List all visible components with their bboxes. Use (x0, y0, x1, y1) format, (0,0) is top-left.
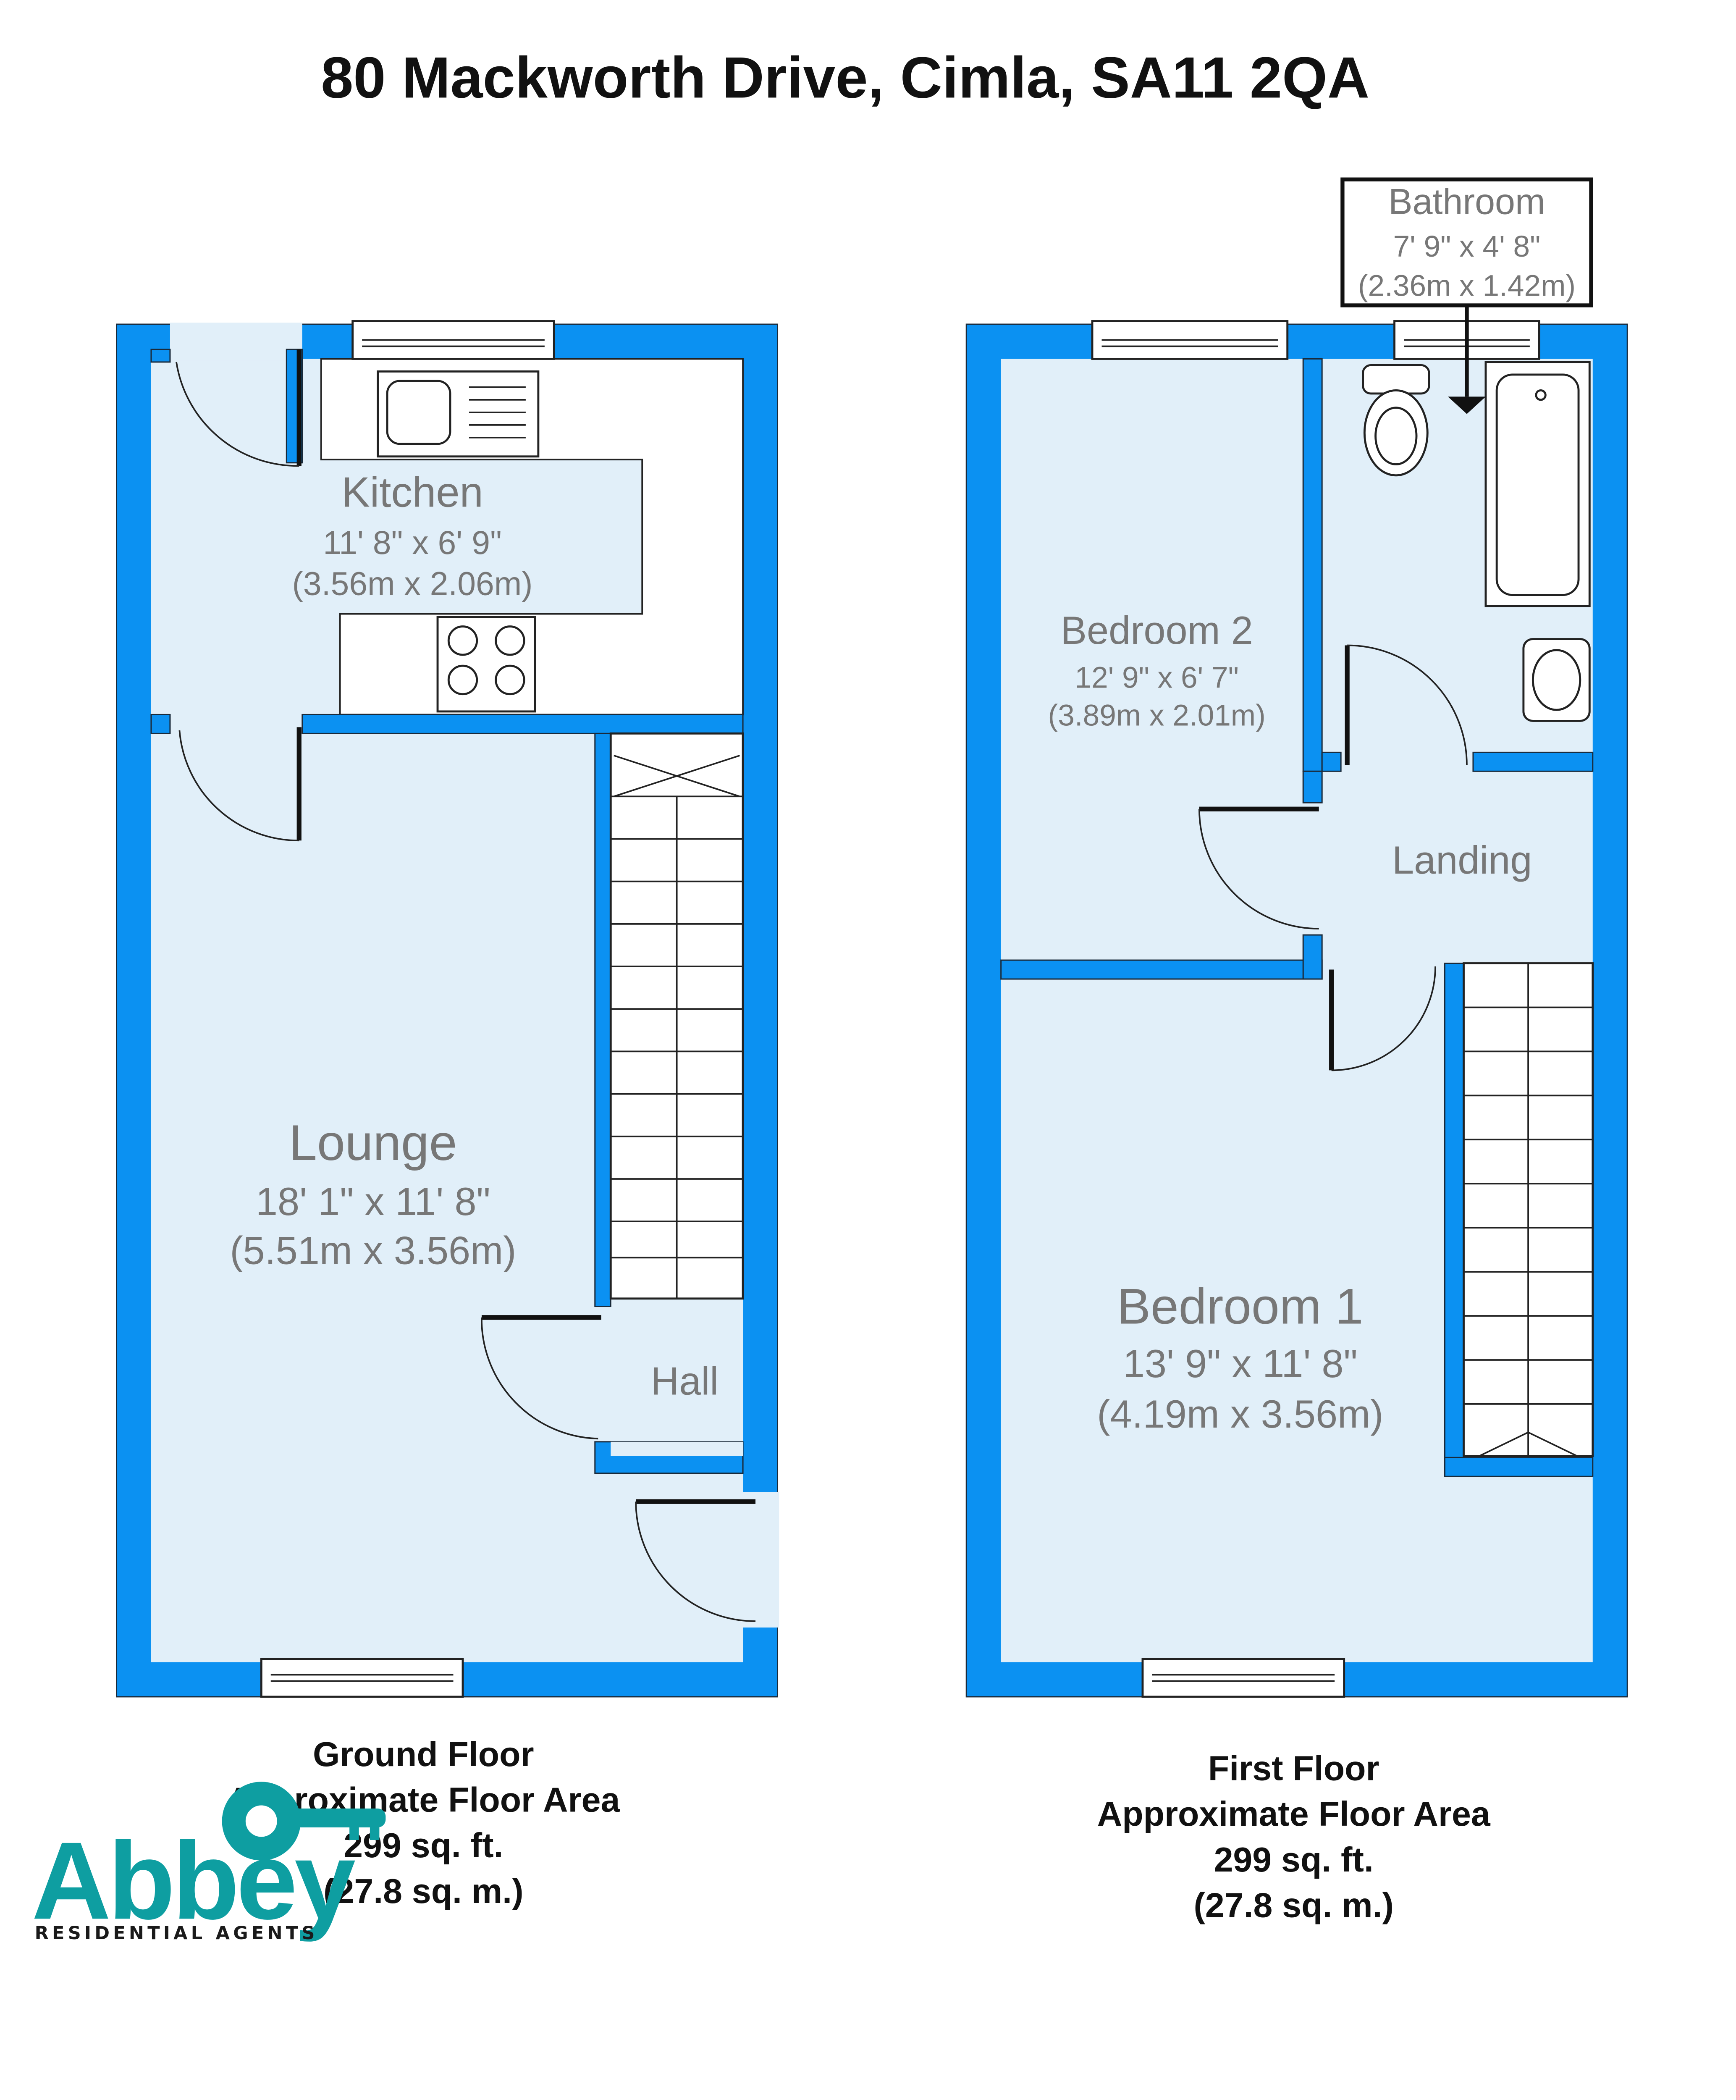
bathroom-label: Bathroom (1388, 182, 1545, 222)
door-front (635, 1499, 756, 1622)
bedroom2-bathroom-wall (1302, 358, 1323, 772)
page-title: 80 Mackworth Drive, Cimla, SA11 2QA (321, 45, 1369, 110)
kitchen-label: Kitchen (341, 469, 483, 516)
bedroom1-metric: (4.19m x 3.56m) (1097, 1392, 1383, 1436)
bathroom-imperial: 7' 9" x 4' 8" (1393, 230, 1541, 263)
window (351, 320, 555, 360)
first-floor-label: First Floor (1208, 1749, 1379, 1788)
stair-wall-first (1444, 963, 1464, 1477)
window (1091, 320, 1289, 360)
ground-floor-sqm: (27.8 sq. m.) (323, 1872, 523, 1911)
kitchen-lounge-wall (302, 714, 744, 734)
abbey-logo: Abbey RESIDENTIAL AGENTS (31, 1782, 386, 1944)
logo-tagline: RESIDENTIAL AGENTS (35, 1923, 318, 1944)
window (260, 1658, 464, 1698)
bedroom2-bedroom1-wall (1000, 959, 1323, 980)
door-hall (481, 1315, 601, 1440)
bedroom1-imperial: 13' 9" x 11' 8" (1123, 1341, 1358, 1386)
kitchen-imperial: 11' 8" x 6' 9" (323, 524, 502, 561)
first-floor-sqm: (27.8 sq. m.) (1193, 1886, 1393, 1925)
first-floor-area-label: Approximate Floor Area (1097, 1795, 1491, 1833)
lounge-metric: (5.51m x 3.56m) (230, 1228, 516, 1272)
door-bedroom2 (1198, 806, 1319, 929)
lounge-imperial: 18' 1" x 11' 8" (256, 1179, 490, 1223)
bedroom2-metric: (3.89m x 2.01m) (1048, 699, 1266, 732)
stair-wall (594, 732, 611, 1307)
door-bathroom (1345, 644, 1468, 765)
bathroom-callout: Bathroom 7' 9" x 4' 8" (2.36m x 1.42m) (1340, 177, 1593, 414)
key-icon (222, 1782, 386, 1861)
floor-plan-page: 80 Mackworth Drive, Cimla, SA11 2QA (31, 45, 1628, 1944)
kitchen-metric: (3.56m x 2.06m) (292, 565, 533, 602)
door-bedroom1 (1329, 966, 1436, 1071)
bathroom-landing-wall (1472, 751, 1594, 772)
toilet-icon (1362, 364, 1430, 477)
door-back (176, 349, 302, 467)
sink-icon (377, 370, 540, 458)
door-kitchen-lounge (178, 727, 302, 842)
bathroom-metric: (2.36m x 1.42m) (1358, 270, 1576, 303)
ground-floor-plan: Kitchen 11' 8" x 6' 9" (3.56m x 2.06m) L… (116, 320, 779, 1698)
bedroom1-label: Bedroom 1 (1117, 1278, 1364, 1335)
logo-brand: Abbey (31, 1819, 356, 1942)
first-floor-plan: Bathroom 7' 9" x 4' 8" (2.36m x 1.42m) B… (965, 177, 1628, 1698)
ground-stairs (609, 732, 744, 1300)
lounge-label: Lounge (289, 1115, 457, 1171)
bedroom2-label: Bedroom 2 (1061, 608, 1253, 652)
basin-icon (1522, 638, 1591, 722)
hall-label: Hall (651, 1359, 719, 1403)
bath-icon (1484, 361, 1591, 607)
bedroom2-imperial: 12' 9" x 6' 7" (1075, 662, 1238, 695)
window (1141, 1658, 1345, 1698)
landing-label: Landing (1392, 838, 1532, 882)
ground-floor-sqft: 299 sq. ft. (344, 1826, 503, 1865)
first-floor-sqft: 299 sq. ft. (1214, 1840, 1374, 1879)
hob-icon (436, 616, 536, 713)
first-stairs (1463, 962, 1594, 1457)
ground-floor-label: Ground Floor (313, 1735, 534, 1774)
